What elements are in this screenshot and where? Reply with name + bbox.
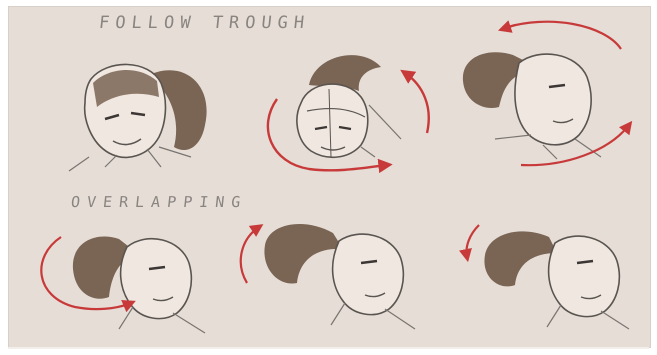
bottom-border: [8, 347, 649, 349]
sketch-sheet: FOLLOW TROUGH OVERLAPPING: [8, 6, 651, 348]
head-sketch-5: [241, 224, 415, 329]
head-sketch-3: [463, 22, 629, 165]
head-sketch-2: [268, 55, 429, 170]
head-sketch-4: [41, 237, 205, 333]
rotation-arrow-2b: [405, 73, 429, 133]
rotation-arrow-5: [241, 227, 259, 283]
head-sketch-6: [467, 225, 630, 329]
rotation-arrow-6: [467, 225, 480, 257]
sketch-artwork: [9, 7, 650, 347]
ponytail-5: [264, 224, 343, 284]
head-sketch-1: [69, 64, 207, 171]
ponytail-6: [484, 231, 557, 286]
rotation-arrow-3a-tail: [501, 22, 621, 49]
